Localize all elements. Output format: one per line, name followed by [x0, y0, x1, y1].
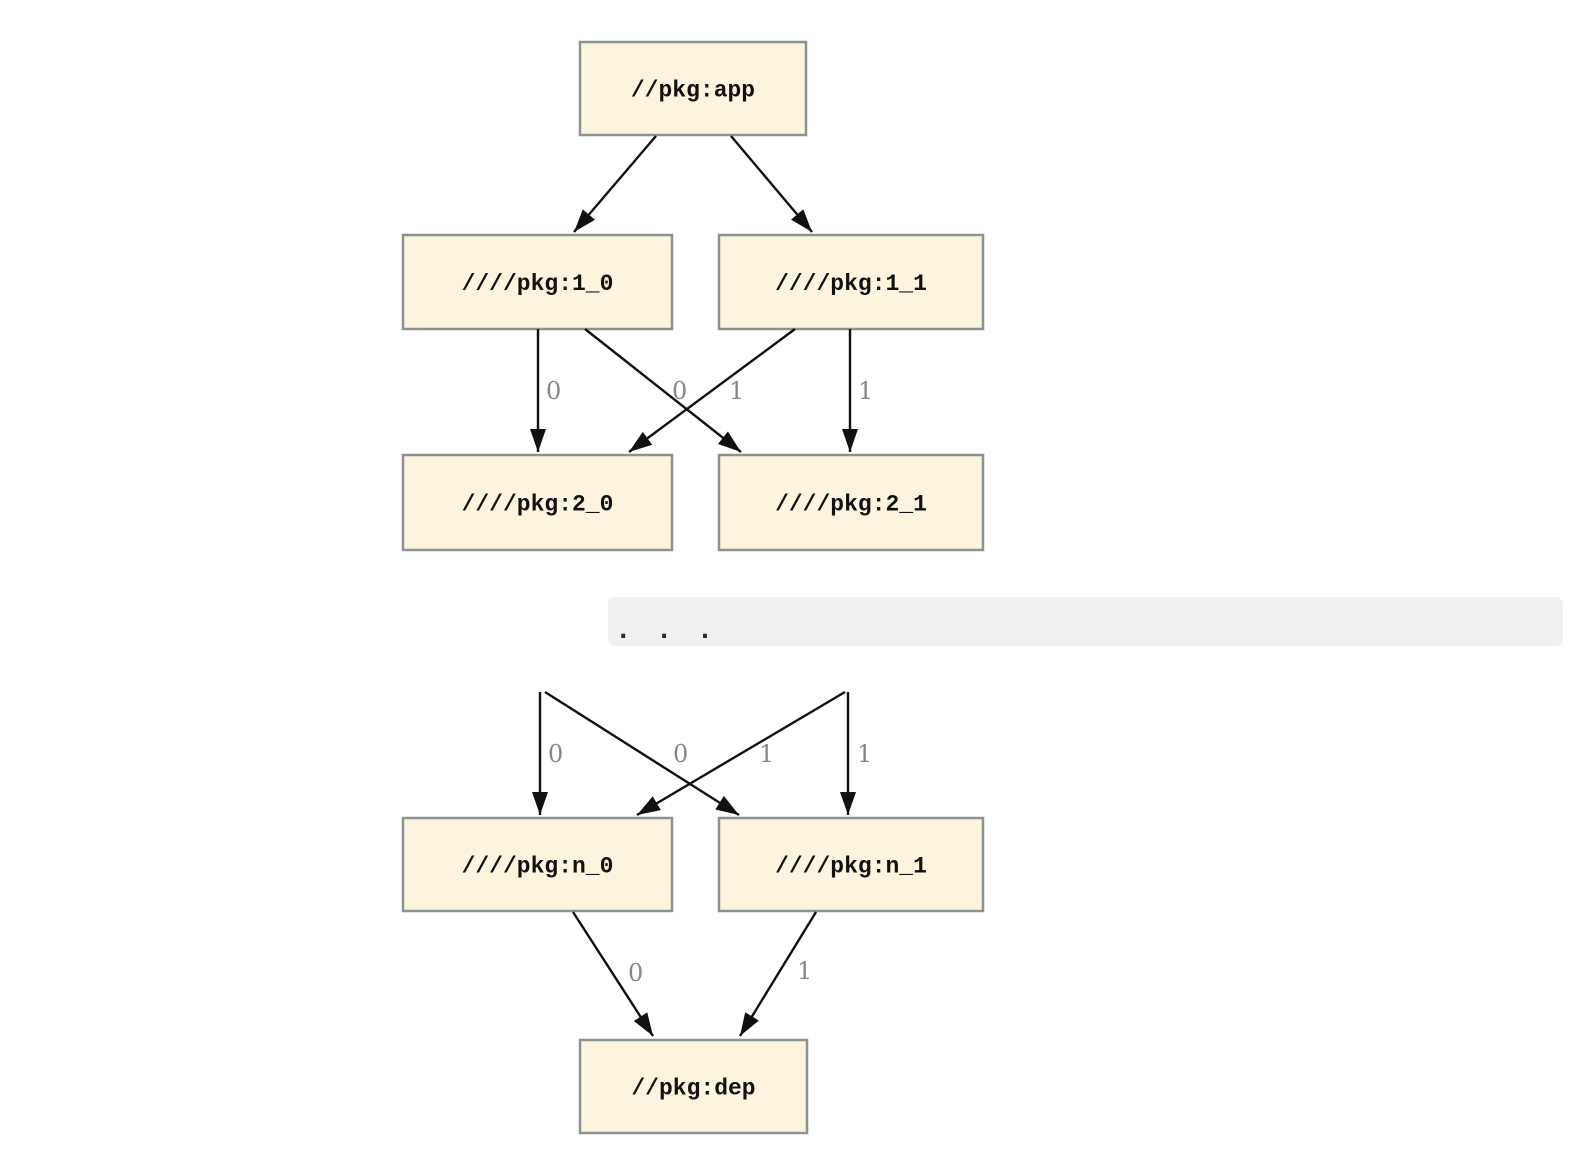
edge-n-1_0-to-n_0-label: 0 [548, 740, 563, 768]
edge-1_0-to-2_1-label: 0 [672, 377, 687, 405]
ellipsis-band: . . . [608, 597, 1563, 646]
node-n_1: ////pkg:n_1 [717, 816, 985, 913]
edges-layer: 0 0 1 1 0 0 1 1 0 1 [530, 135, 873, 1037]
edge-n_0-to-dep: 0 [571, 911, 655, 1037]
edge-1_1-to-2_0: 1 [628, 328, 796, 453]
edge-n_0-to-dep-label: 0 [628, 959, 643, 987]
edge-1_1-to-2_0-label: 1 [729, 377, 744, 405]
node-n_0-label: ////pkg:n_0 [462, 854, 614, 880]
edge-app-to-1_0 [573, 135, 657, 233]
node-n_0: ////pkg:n_0 [401, 816, 674, 913]
edge-n-1_1-to-n_1: 1 [840, 692, 872, 815]
edge-1_0-to-2_1-line [584, 328, 742, 453]
edge-app-to-1_1-line [730, 135, 813, 233]
node-n_1-label: ////pkg:n_1 [775, 854, 927, 880]
node-dep: //pkg:dep [578, 1038, 809, 1135]
edge-app-to-1_1 [730, 135, 813, 233]
edge-1_1-to-2_0-line [628, 328, 796, 453]
node-dep-box [578, 1038, 809, 1135]
edge-1_1-to-2_1: 1 [842, 329, 873, 452]
node-1_0-label: ////pkg:1_0 [462, 271, 614, 297]
ellipsis-band-rect [608, 597, 1563, 646]
node-app-label: //pkg:app [631, 78, 755, 104]
node-1_1: ////pkg:1_1 [717, 233, 985, 331]
node-2_0-label: ////pkg:2_0 [462, 492, 614, 518]
edge-n_1-to-dep: 1 [738, 911, 818, 1037]
node-1_1-box [717, 233, 985, 331]
edge-app-to-1_0-line [573, 135, 657, 233]
edge-n_0-to-dep-line [571, 911, 655, 1037]
edge-n_1-to-dep-line [738, 911, 818, 1037]
edge-n_1-to-dep-label: 1 [797, 957, 812, 985]
edge-1_0-to-2_0: 0 [530, 329, 561, 452]
edge-n-1_0-to-n_0: 0 [532, 692, 563, 815]
node-1_0: ////pkg:1_0 [401, 233, 674, 331]
node-2_0: ////pkg:2_0 [401, 453, 674, 552]
node-2_1: ////pkg:2_1 [717, 453, 985, 552]
edge-n-1_1-to-n_1-label: 1 [857, 740, 872, 768]
node-app: //pkg:app [578, 40, 808, 137]
node-2_0-box [401, 453, 674, 552]
edge-1_0-to-2_1: 0 [584, 328, 742, 453]
ellipsis-dots: . . . [616, 616, 718, 644]
edge-n-1_0-to-n_1-line [544, 690, 740, 817]
node-dep-label: //pkg:dep [631, 1076, 755, 1102]
nodes-layer: //pkg:app ////pkg:1_0 ////pkg:1_1 ////pkg:2… [401, 40, 985, 1135]
node-2_1-label: ////pkg:2_1 [775, 492, 927, 518]
node-2_1-box [717, 453, 985, 552]
edge-n-1_1-to-n_0: 1 [636, 690, 846, 817]
node-n_1-box [717, 816, 985, 913]
ellipsis-band-layer: . . . [608, 597, 1563, 646]
edge-1_0-to-2_0-label: 0 [546, 377, 561, 405]
edge-n-1_1-to-n_0-label: 1 [759, 740, 774, 768]
edge-n-1_0-to-n_1-label: 0 [673, 740, 688, 768]
node-app-box [578, 40, 808, 137]
edge-n-1_0-to-n_1: 0 [544, 690, 740, 817]
node-1_1-label: ////pkg:1_1 [775, 271, 927, 297]
node-n_0-box [401, 816, 674, 913]
edge-n-1_1-to-n_0-line [636, 690, 846, 817]
edge-1_1-to-2_1-label: 1 [858, 377, 873, 405]
node-1_0-box [401, 233, 674, 331]
